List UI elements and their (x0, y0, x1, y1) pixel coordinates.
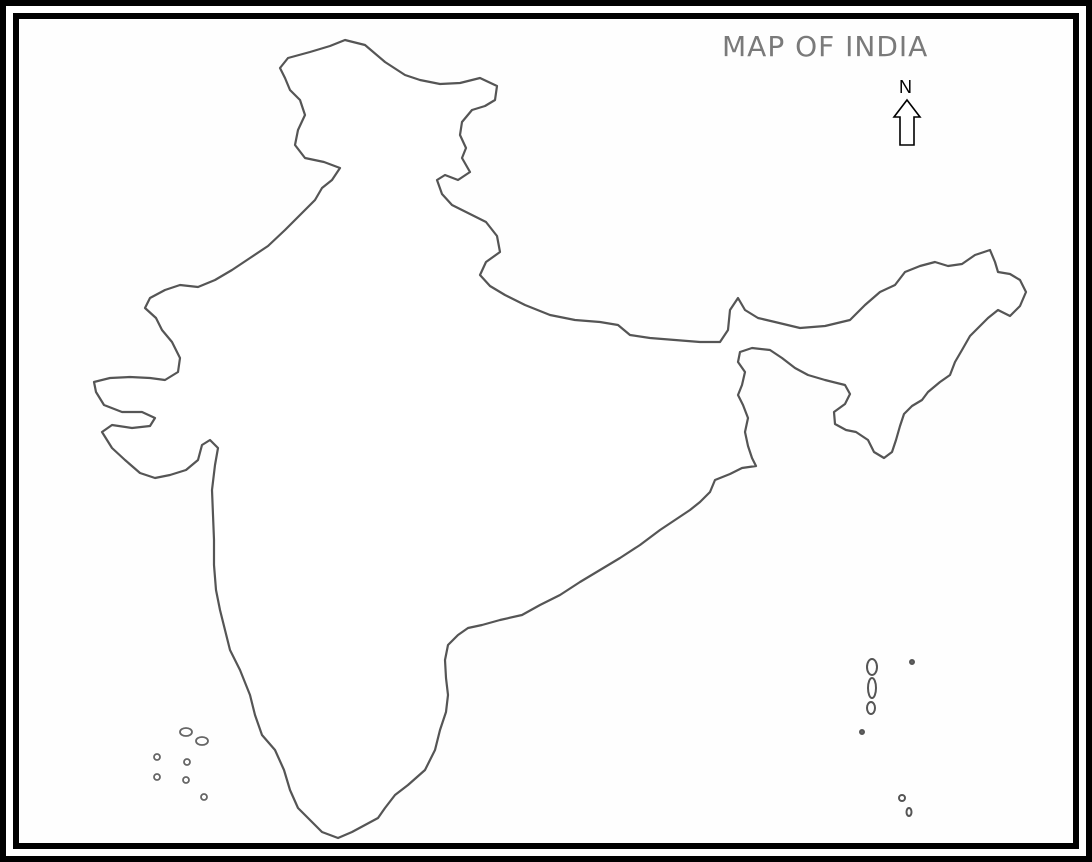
island-shape (905, 807, 913, 817)
map-title: MAP OF INDIA (722, 30, 929, 63)
island-shape (866, 658, 878, 676)
lakshadweep-islands (153, 727, 209, 801)
island-shape (195, 736, 209, 746)
island-shape (909, 659, 915, 665)
north-label: N (899, 77, 912, 97)
island-shape (153, 753, 161, 761)
island-shape (859, 729, 865, 735)
island-shape (867, 677, 877, 699)
island-shape (153, 773, 161, 781)
island-shape (200, 793, 208, 801)
india-mainland-outline (92, 38, 1028, 840)
island-shape (898, 794, 906, 802)
island-shape (182, 776, 190, 784)
island-shape (866, 701, 876, 715)
andaman-nicobar-islands (859, 658, 915, 817)
north-arrow-icon (892, 98, 922, 146)
island-shape (179, 727, 193, 737)
island-shape (183, 758, 191, 766)
